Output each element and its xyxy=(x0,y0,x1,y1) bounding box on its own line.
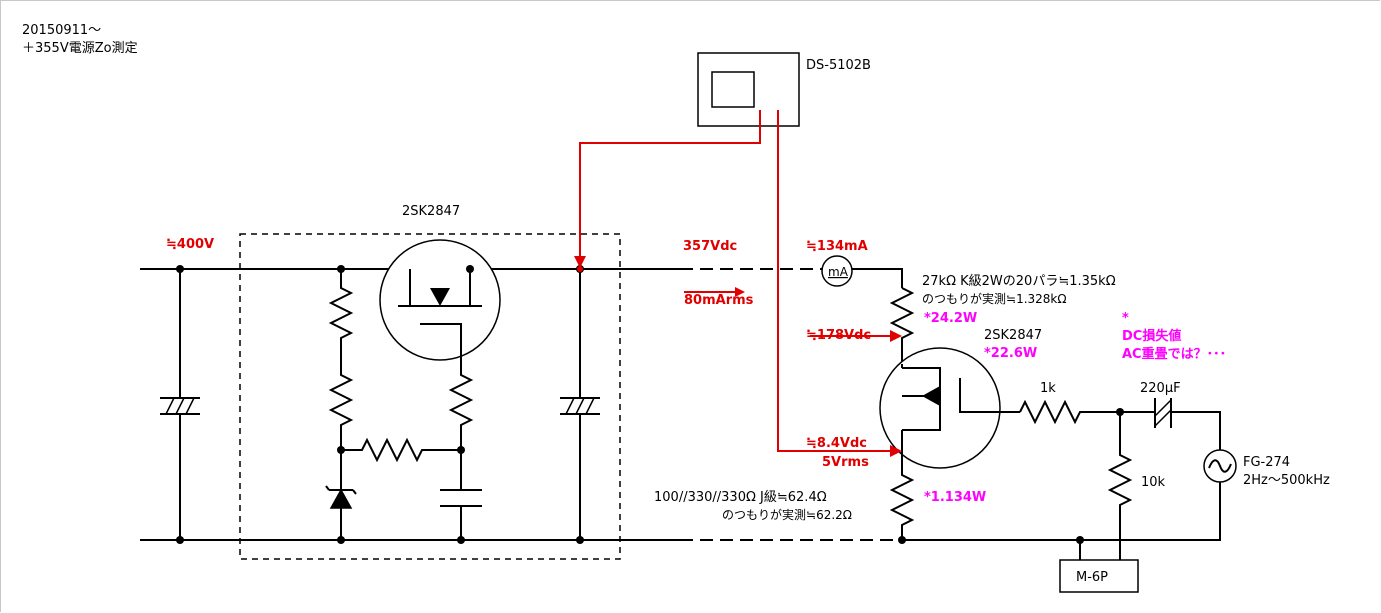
junction-dot xyxy=(576,536,584,544)
load-mosfet xyxy=(879,347,1020,469)
junction-dot xyxy=(337,446,345,454)
probe-point xyxy=(577,266,583,272)
gate-voltage-label: ≒178Vdc xyxy=(806,328,871,343)
load-bottom-resistor-label: 100//330//330Ω J級≒62.4Ω xyxy=(654,490,827,505)
junction-dot xyxy=(176,536,184,544)
title-label: ＋355V電源Zo測定 xyxy=(22,41,138,56)
junction-dot xyxy=(466,265,474,273)
junction-dot xyxy=(457,536,465,544)
junction-dot xyxy=(457,446,465,454)
top-rail-right xyxy=(852,268,903,288)
generator-range: 2Hz～500kHz xyxy=(1243,473,1330,488)
junction-dot xyxy=(337,265,345,273)
series-resistor xyxy=(1019,399,1155,425)
regulator-box xyxy=(239,233,621,560)
load-fet-power: *22.6W xyxy=(984,346,1037,361)
oscilloscope xyxy=(697,52,800,127)
generator-label: FG-274 xyxy=(1243,455,1290,470)
ac-voltmeter xyxy=(1059,540,1139,593)
note-line1: DC損失値 xyxy=(1122,328,1181,344)
shunt-resistor xyxy=(1107,412,1133,560)
junction-dot xyxy=(176,265,184,273)
note-star: * xyxy=(1122,311,1129,326)
load-bottom-resistor-measured: のつもりが実測≒62.2Ω xyxy=(722,507,852,522)
coupling-capacitor xyxy=(1154,398,1221,450)
load-resistor-bottom xyxy=(889,440,915,540)
output-voltage-label: 357Vdc xyxy=(683,239,737,254)
date-label: 20150911～ xyxy=(22,23,101,38)
load-top-power: *24.2W xyxy=(924,311,977,326)
scope-label: DS-5102B xyxy=(806,58,871,73)
load-top-resistor-label: 27kΩ K級2Wの20パラ≒1.35kΩ xyxy=(922,274,1116,289)
input-capacitor xyxy=(160,269,200,540)
scope-probe-wires xyxy=(574,110,902,457)
source-voltage-label: ≒8.4Vdc xyxy=(806,436,867,451)
regulator-left-chain xyxy=(325,269,461,540)
junction-dot xyxy=(337,536,345,544)
bottom-rail-right xyxy=(902,482,1221,541)
regulator-label: 2SK2847 xyxy=(402,204,460,219)
ripple-current-label: 80mArms xyxy=(684,293,754,308)
load-top-resistor-measured: のつもりが実測≒1.328kΩ xyxy=(922,291,1067,306)
capacitor-label: 220μF xyxy=(1140,381,1181,396)
note-line2: AC重畳では？･･･ xyxy=(1122,346,1226,362)
voltmeter-label: M-6P xyxy=(1076,570,1108,585)
shunt-resistor-label: 10k xyxy=(1141,475,1166,490)
output-capacitor xyxy=(560,269,600,540)
input-voltage-label: ≒400V xyxy=(166,237,214,252)
load-resistor-top xyxy=(889,287,915,368)
regulator-right-chain xyxy=(440,358,482,540)
regulator-mosfet xyxy=(379,239,501,361)
load-bottom-power: *1.134W xyxy=(924,490,986,505)
series-resistor-label: 1k xyxy=(1040,381,1056,396)
load-fet-label: 2SK2847 xyxy=(984,328,1042,343)
function-generator xyxy=(1203,449,1237,483)
source-ac-label: 5Vrms xyxy=(822,455,869,470)
current-label: ≒134mA xyxy=(806,239,868,254)
milliammeter xyxy=(821,255,853,287)
meter-label: mA xyxy=(828,265,849,279)
